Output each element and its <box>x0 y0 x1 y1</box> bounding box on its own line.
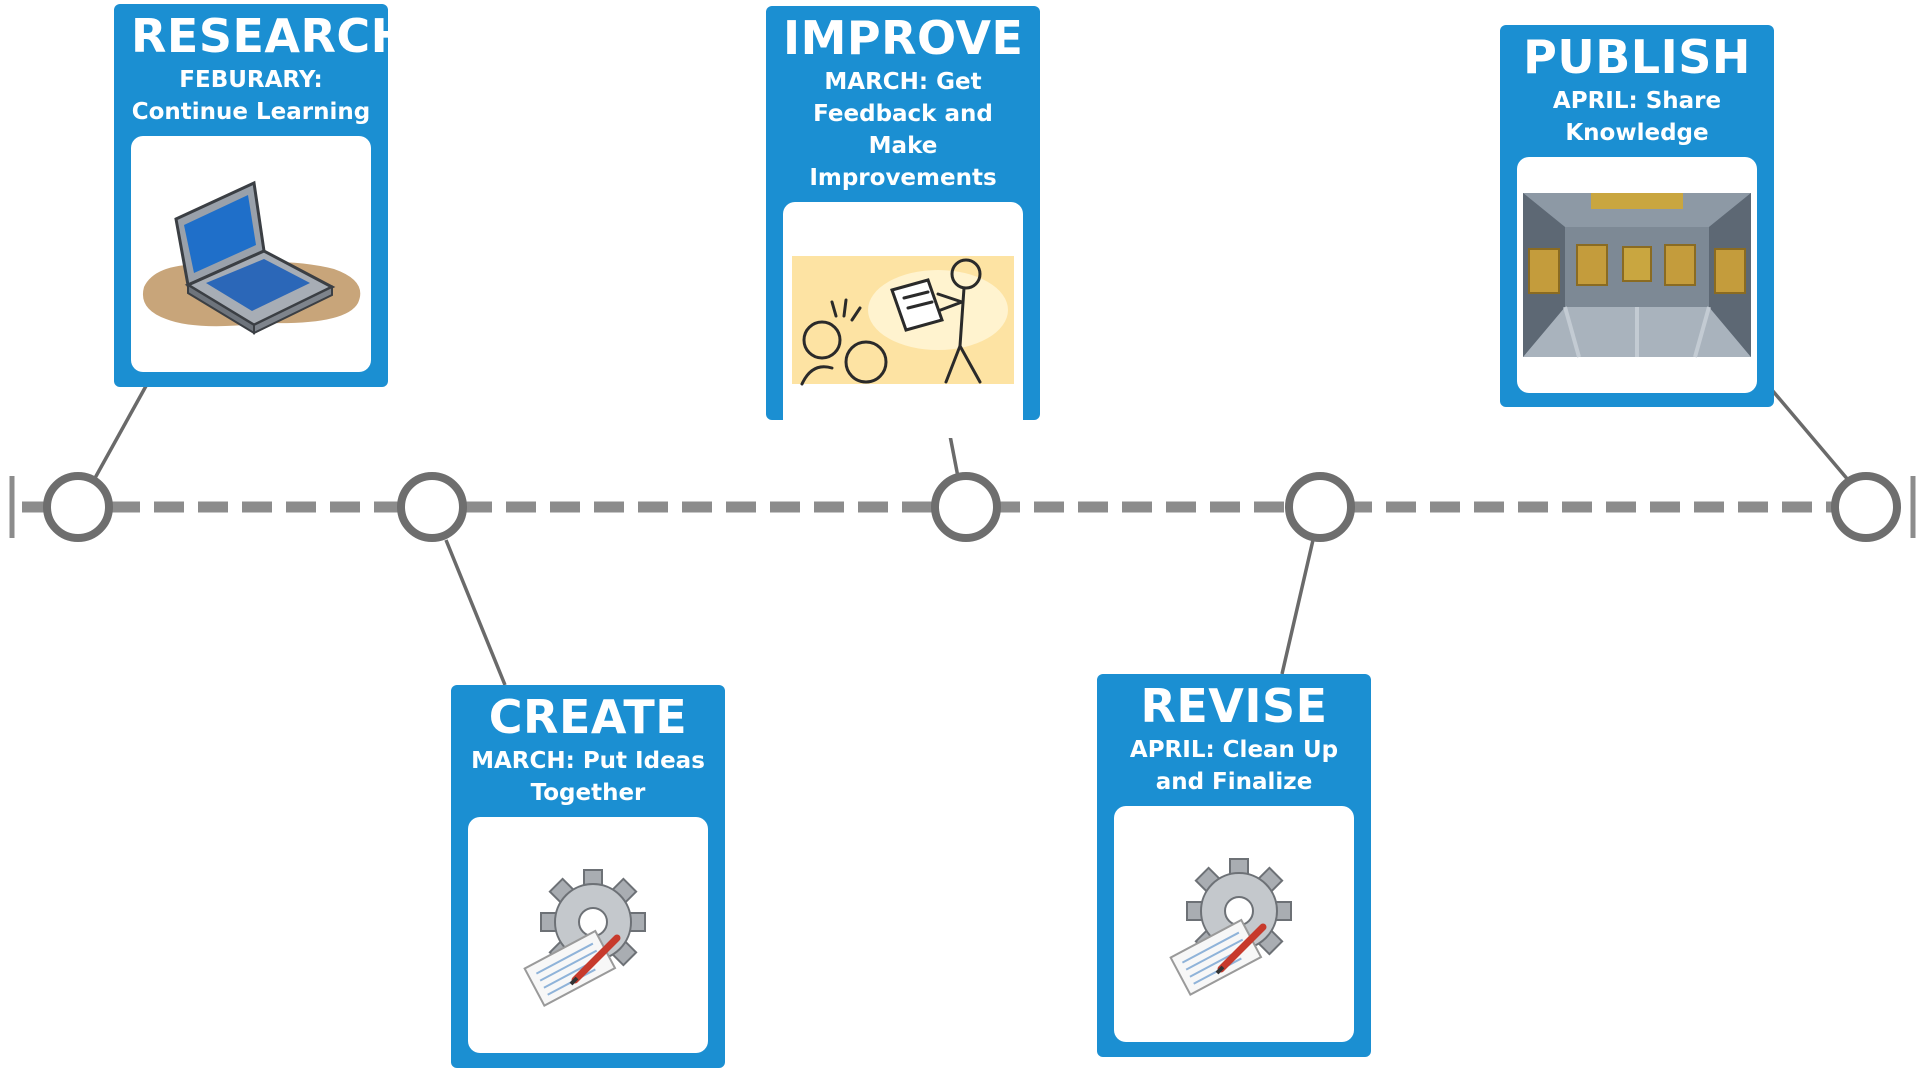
stage-title: CREATE <box>488 690 688 744</box>
stage-title: RESEARCH <box>131 9 410 63</box>
stage-description: APRIL: Clean Up and Finalize <box>1129 737 1339 795</box>
timeline-node-create <box>397 472 467 542</box>
feedback-figures-icon <box>792 256 1014 386</box>
stage-card-create: CREATE MARCH: Put Ideas Together <box>451 685 725 1068</box>
timeline-node-publish <box>1831 472 1901 542</box>
stage-image-frame <box>1517 157 1757 393</box>
connector-publish <box>1770 388 1851 483</box>
timeline-node-improve <box>931 472 1001 542</box>
stage-card-research: RESEARCH FEBURARY: Continue Learning <box>114 4 410 387</box>
stage-description: MARCH: Put Ideas Together <box>471 748 705 806</box>
stage-image-frame <box>1114 806 1354 1042</box>
timeline-node-research <box>43 472 113 542</box>
connector-create <box>444 539 507 686</box>
connector-revise <box>1280 539 1315 675</box>
stage-description: FEBURARY: Continue Learning <box>131 67 371 125</box>
laptop-icon <box>142 180 361 335</box>
stage-title: PUBLISH <box>1523 30 1751 84</box>
connector-research <box>93 385 148 479</box>
stage-description: MARCH: Get Feedback and Make Improvement… <box>809 69 997 191</box>
stage-description: APRIL: Share Knowledge <box>1552 88 1722 146</box>
stage-title: REVISE <box>1140 679 1328 733</box>
stage-image-frame <box>131 136 371 372</box>
stage-image-frame <box>468 817 708 1053</box>
stage-card-publish: PUBLISH APRIL: Share Knowledge <box>1500 25 1774 407</box>
stage-image-frame <box>783 202 1023 438</box>
stage-card-revise: REVISE APRIL: Clean Up and Finalize <box>1097 674 1371 1057</box>
timeline-node-revise <box>1285 472 1355 542</box>
gear-document-icon <box>1169 858 1292 996</box>
stage-card-improve: IMPROVE MARCH: Get Feedback and Make Imp… <box>766 6 1040 438</box>
gallery-room-icon <box>1523 193 1751 358</box>
stage-title: IMPROVE <box>783 11 1024 65</box>
gear-document-icon <box>523 869 646 1007</box>
